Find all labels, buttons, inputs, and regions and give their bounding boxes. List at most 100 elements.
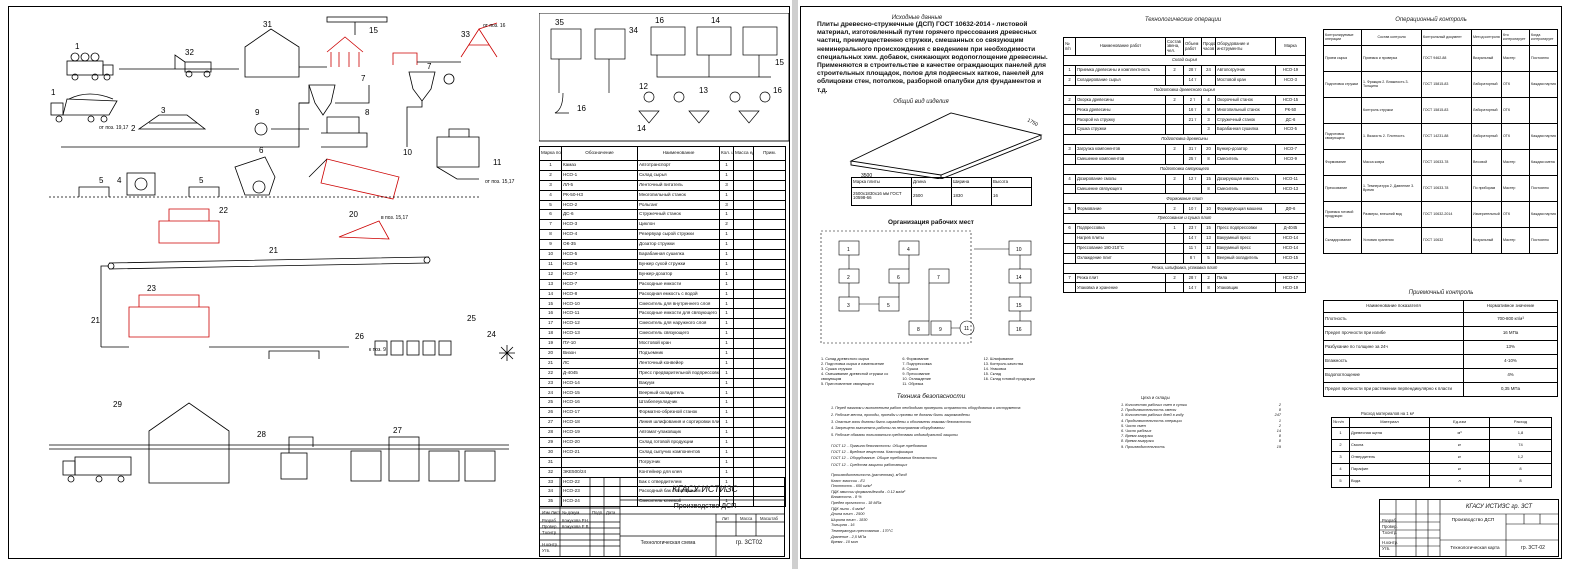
spec-pos: 6	[539, 209, 562, 221]
tech-section-name: Прессование и сушка плит	[1063, 213, 1306, 225]
spec-mass	[733, 338, 754, 349]
mat-header: № п/п	[1331, 417, 1350, 428]
tech-header: Состав звена, чел.	[1165, 37, 1184, 56]
spec-note	[753, 446, 786, 458]
spec-note	[753, 179, 786, 191]
callout-from-19-17: от поз. 19,17	[99, 125, 129, 131]
spec-name: Погрузчик	[637, 456, 720, 468]
spec-code: ОК-35	[561, 239, 638, 251]
tech-cell: 10	[1201, 203, 1216, 215]
tech-header: Оборудование и инструменты	[1215, 37, 1276, 56]
svg-text:10: 10	[1016, 247, 1022, 253]
gost-line: ГОСТ 12 .. Правила безопасности. Общие т…	[831, 444, 927, 448]
qc-cell: Масса ковра	[1361, 149, 1422, 176]
tech-cell: НСО-15	[1275, 252, 1306, 264]
tech-cell: Смеситель	[1215, 153, 1276, 165]
spec-pos: 7	[539, 219, 562, 231]
tech-cell: НСО-14	[1275, 233, 1306, 244]
spec-code: Камаз	[561, 160, 638, 171]
stamp-org: КГАСУ ИСТИЗС	[672, 484, 738, 494]
tech-cell: Мостовой кран	[1215, 74, 1276, 86]
tech-footnote-label: 9. Производительность	[1121, 444, 1165, 449]
spec-qty: 1	[719, 268, 734, 280]
callout-to-15-17: в поз. 15,17	[381, 215, 408, 221]
bunker-11-icon	[436, 128, 480, 168]
dim-length: 3500	[861, 173, 872, 179]
safety-rule: 3. Опасные зоны должны быть ограждены и …	[831, 419, 972, 424]
material-cell: Древесная щепа	[1349, 426, 1430, 440]
stamp2-code: гр. 3СТ-02	[1521, 545, 1545, 551]
tech-cell: Охлаждение плит	[1075, 252, 1166, 264]
props-name: Водопоглощение	[1323, 368, 1464, 383]
tech-cell: 11 т	[1183, 242, 1202, 254]
qc-cell: Весовой	[1471, 149, 1502, 176]
spec-code: НСО-17	[561, 407, 638, 419]
tech-cell: 8	[1201, 183, 1216, 195]
spec-mass	[733, 219, 754, 231]
tech-cell: Многопильный станок	[1215, 104, 1276, 116]
spec-pos: 14	[539, 288, 562, 300]
spec-mass	[733, 456, 754, 468]
belt-conveyor-icon	[108, 256, 430, 270]
qc-header: Кто контролирует	[1501, 29, 1530, 46]
tank-8-icon	[321, 116, 368, 148]
tech-cell: 2	[1165, 203, 1184, 215]
spec-code: НСО-12	[561, 318, 638, 330]
qc-cell: Каждая партия	[1529, 201, 1558, 228]
material-cell: 74	[1489, 438, 1552, 452]
spec-note	[753, 239, 786, 251]
label-5b: 5	[199, 176, 204, 185]
spec-pos: 29	[539, 436, 562, 448]
tech-section-row: Склад сырья	[1063, 55, 1306, 66]
svg-text:4: 4	[907, 247, 910, 253]
size-cell: 2500	[911, 186, 952, 206]
tech-cell	[1063, 242, 1076, 254]
tech-cell	[1165, 282, 1184, 294]
tech-footnote-label: 6. Число рабочих	[1121, 429, 1152, 434]
tech-cell: 3	[1201, 124, 1216, 136]
tech-ops-title: Технологические операции	[1144, 17, 1222, 23]
tech-cell: НСО-15	[1275, 94, 1306, 106]
tech-cell: 3	[1063, 144, 1076, 155]
parameter-line: Ширина плит - 1830	[831, 517, 868, 522]
stamp2-org: КГАСУ ИСТИЗС гр. 3СТ	[1465, 504, 1533, 510]
spec-qty: 1	[719, 436, 734, 448]
svg-text:1: 1	[847, 247, 850, 253]
tech-cell: Нагрев плиты	[1075, 233, 1166, 244]
spec-mass	[733, 258, 754, 270]
props-value: 0,35 МПа	[1463, 382, 1558, 397]
material-cell: Парафин	[1349, 462, 1430, 476]
stamp-role: Т.контр.	[542, 530, 558, 535]
tech-cell	[1063, 233, 1076, 244]
workplace-legend-item: 4. Смешивание древесной стружки со связу…	[821, 371, 889, 381]
svg-text:9: 9	[939, 327, 942, 333]
tech-cell	[1165, 74, 1184, 86]
spec-name: Смеситель для наружного слоя	[637, 318, 720, 330]
tech-footnote-value: 2	[1278, 403, 1281, 407]
grinding-line-icon	[350, 436, 496, 482]
tech-cell: 24	[1201, 64, 1216, 76]
tech-cell: НСО-19	[1275, 64, 1306, 76]
spec-mass	[733, 436, 754, 448]
spec-code: Визон	[561, 347, 638, 359]
spec-code: НСО-4	[561, 229, 638, 241]
tech-cell: НСО-3	[1275, 74, 1306, 86]
gost-line: ГОСТ 12 .. Средства защиты работающих	[831, 462, 908, 467]
stamp-lines	[540, 478, 784, 556]
spec-note	[753, 160, 786, 171]
qc-cell: Лабораторный	[1471, 71, 1502, 98]
spec-qty: 1	[719, 407, 734, 419]
tech-header: № п/п	[1063, 37, 1076, 56]
